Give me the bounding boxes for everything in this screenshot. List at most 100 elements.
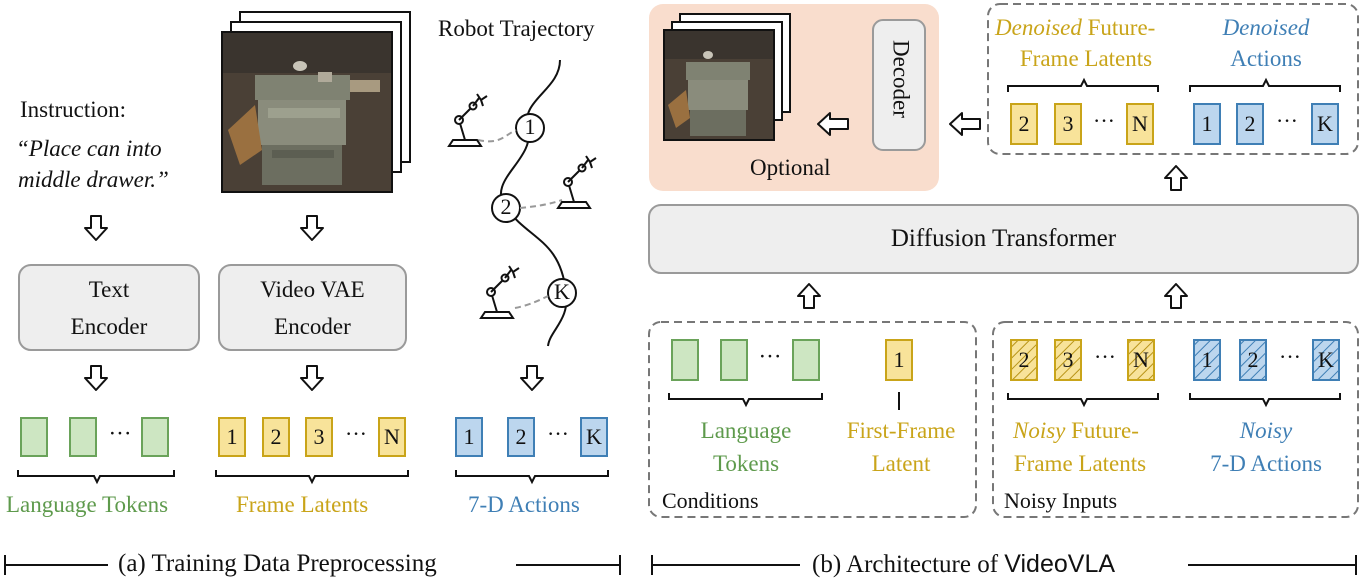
actions-word: Actions [1230,46,1302,71]
diffusion-transformer-box [648,204,1359,274]
caption-a: (a) Training Data Preprocessing [118,550,437,577]
caption-b-rule [651,555,1357,575]
noisy-word-actions: Noisy [1239,418,1293,443]
first-frame-label-1: First-Frame [846,418,956,443]
noisy-frame-token-3: 3 [1062,347,1074,372]
noisy-word-frames: Noisy [1013,418,1066,443]
denoised-action-token-k: K [1317,111,1333,136]
action-token-2: 2 [515,424,527,449]
condition-language-label-1: Language [700,418,792,443]
denoised-actions-brace [1189,77,1341,92]
text-encoder-label-1: Text [88,277,130,302]
first-frame-label-2: Latent [871,451,931,476]
video-frames-stack [221,11,411,193]
noisy-action-ellipsis: ··· [1279,344,1301,369]
trajectory-label-k: K [554,279,570,304]
action-tokens-left [455,417,608,457]
frame-token-2: 2 [270,424,282,449]
action-token-1: 1 [463,424,475,449]
robot-scene-photo [221,31,393,193]
noisy-action-token-2: 2 [1247,347,1259,372]
frame-brace [215,470,409,485]
instruction-text-line2: middle drawer.” [18,167,169,192]
future-word: Future- [1081,15,1156,40]
text-encoder-box [18,264,200,351]
robot-trajectory [448,59,597,347]
noisy-future-word: Future- [1065,418,1139,443]
condition-language-tokens [671,339,820,381]
trajectory-label-1: 1 [524,114,536,139]
text-encoder-label-2: Encoder [70,314,148,339]
first-frame-latent-token [885,339,913,381]
noisy-frame-ellipsis: ··· [1094,344,1116,369]
action-brace [455,470,609,485]
decoder-box [872,19,926,151]
caption-b: (b) Architecture of VideoVLA [812,549,1115,580]
caption-b-name: VideoVLA [1004,550,1116,578]
instruction-label: Instruction: [20,97,127,122]
conditions-group [648,321,977,518]
caption-a-rule [4,555,621,575]
robot-arm-icon [480,265,520,319]
robot-arm-icon [448,93,488,147]
trajectory-point-k [547,278,577,308]
frame-latents-left [218,417,406,457]
denoised-actions [1193,103,1339,145]
noisy-frame-token-2: 2 [1018,347,1030,372]
robot-trajectory-label: Robot Trajectory [438,16,595,41]
denoised-frame-token-3: 3 [1062,111,1074,136]
condition-language-label-2: Tokens [712,451,780,476]
robot-arm-icon [557,155,597,209]
frame-token-3: 3 [313,424,325,449]
action-token-k: K [586,424,602,449]
denoised-action-token-1: 1 [1201,111,1213,136]
denoised-frame-latents [1010,103,1154,145]
noisy-frame-token-n: N [1133,347,1149,372]
noisy-frame-latents-label: Frame Latents [1013,451,1147,476]
noisy-frame-latents [1010,339,1155,381]
denoised-frame-token-2: 2 [1018,111,1030,136]
language-ellipsis: ··· [108,421,132,446]
frame-latents-word: Frame Latents [1019,46,1153,71]
instruction-text-line1: “Place can into [16,136,162,161]
video-encoder-label-2: Encoder [274,314,351,339]
noisy-action-token-1: 1 [1201,347,1213,372]
noisy-inputs-group [992,321,1359,518]
noisy-actions [1193,339,1340,381]
denoised-frames-brace [1007,77,1159,92]
first-frame-token-label: 1 [893,347,905,372]
frame-latents-label: Frame Latents [236,492,369,517]
trajectory-label-2: 2 [500,194,512,219]
conditions-label: Conditions [662,488,759,513]
video-encoder-label-1: Video VAE [260,277,365,302]
noisy-actions-brace [1189,393,1341,408]
caption-b-prefix: (b) Architecture of [812,551,1005,578]
noisy-inputs-label: Noisy Inputs [1004,488,1118,513]
decoded-frames-stack [663,13,791,141]
optional-label: Optional [750,155,831,180]
noisy-actions-label: 7-D Actions [1210,451,1322,476]
denoised-action-ellipsis: ··· [1276,108,1298,133]
trajectory-point-1 [515,113,545,143]
frame-token-n: N [384,424,400,449]
action-ellipsis: ··· [547,421,569,446]
denoised-frame-token-n: N [1132,111,1148,136]
language-tokens-label: Language Tokens [6,492,169,517]
denoised-action-token-2: 2 [1244,111,1256,136]
denoised-word-frames: Denoised [995,15,1082,40]
video-vae-encoder-box [218,264,407,351]
denoised-frame-ellipsis: ··· [1093,108,1115,133]
language-tokens-left [20,417,169,457]
condition-ellipsis: ··· [758,344,782,369]
denoised-output-group [987,3,1359,155]
condition-language-brace [668,393,823,408]
denoised-word-actions: Denoised [1222,15,1310,40]
actions-label: 7-D Actions [468,492,580,517]
noisy-action-token-k: K [1318,347,1334,372]
noisy-frames-brace [1007,393,1159,408]
diffusion-transformer-label: Diffusion Transformer [890,225,1117,252]
frame-token-1: 1 [226,424,238,449]
frame-ellipsis: ··· [345,421,367,446]
decoder-label: Decoder [888,40,914,118]
